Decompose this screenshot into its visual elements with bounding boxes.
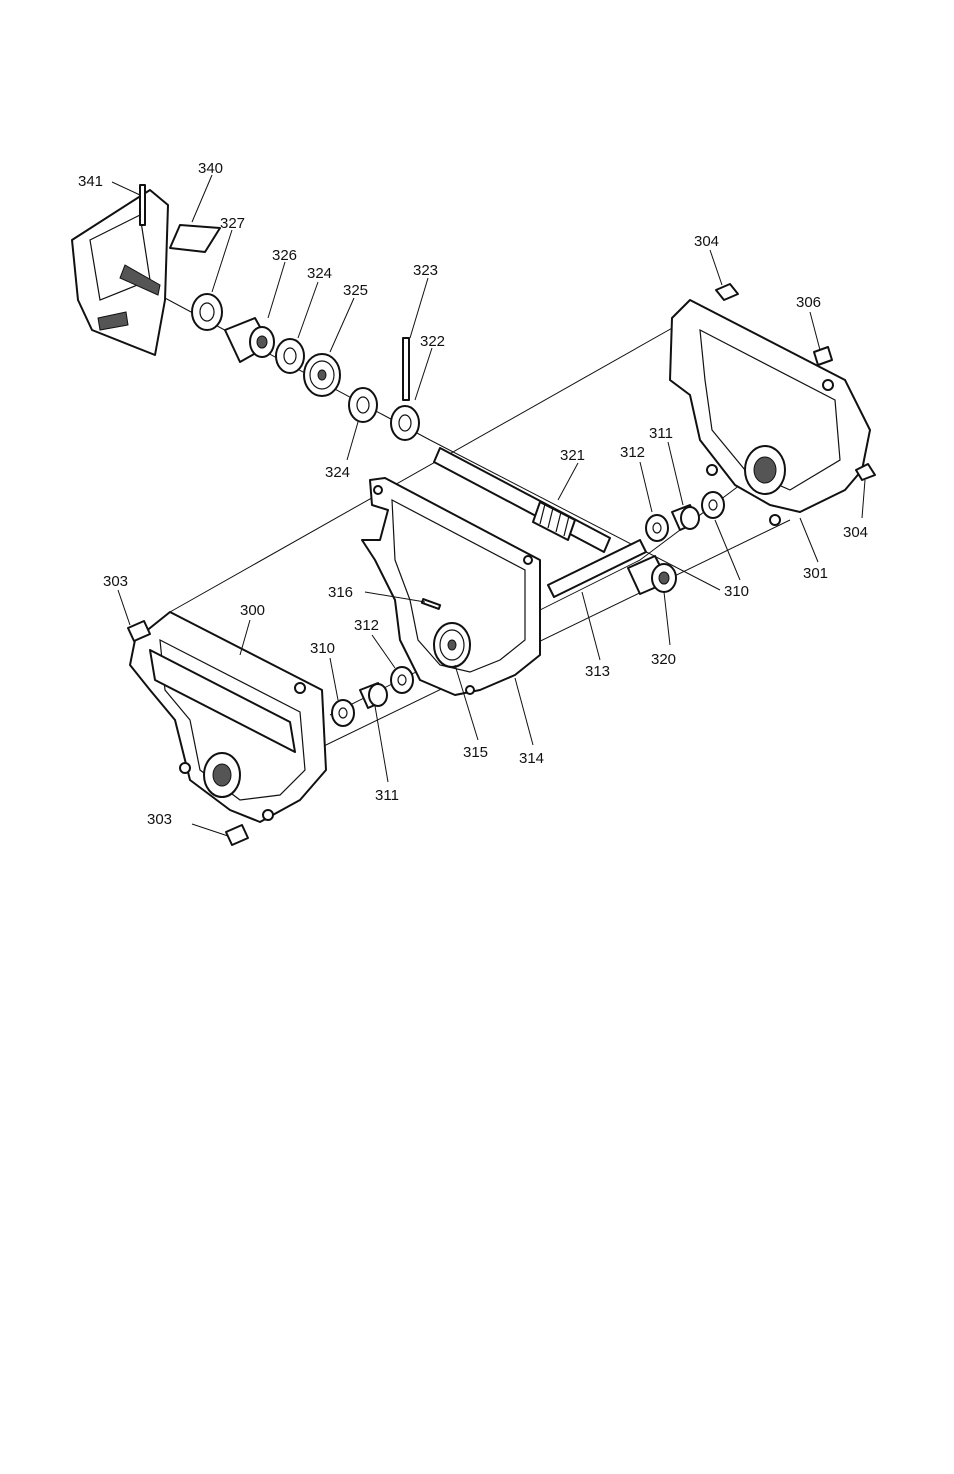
callout-340: 340 <box>198 160 223 177</box>
gear-housing-300 <box>130 612 326 822</box>
washer-324-lower <box>349 388 377 422</box>
bushing-320 <box>628 556 676 594</box>
callout-311-right: 311 <box>649 425 673 442</box>
chute-bracket-340 <box>72 185 220 355</box>
washer-324-upper <box>276 339 304 373</box>
callout-300: 300 <box>240 602 265 619</box>
screw-303-bottom <box>226 825 248 845</box>
callout-321: 321 <box>560 447 585 464</box>
washer-310-right <box>702 492 724 518</box>
callout-303-bottom: 303 <box>147 811 172 828</box>
nut-304-top <box>716 284 738 300</box>
callout-322: 322 <box>420 333 445 350</box>
callout-301: 301 <box>803 565 828 582</box>
collar-322 <box>391 406 419 440</box>
callout-312-right: 312 <box>620 444 645 461</box>
callout-316: 316 <box>328 584 353 601</box>
callout-314: 314 <box>519 750 544 767</box>
bushing-326 <box>225 318 274 362</box>
bevel-gear-325 <box>304 354 340 396</box>
washer-310-left <box>332 700 354 726</box>
callout-326: 326 <box>272 247 297 264</box>
bushing-311-left <box>360 683 387 708</box>
washer-312-right <box>646 515 668 541</box>
callout-304-right: 304 <box>843 524 868 541</box>
screw-306 <box>814 347 832 365</box>
callout-313: 313 <box>585 663 610 680</box>
callout-320: 320 <box>651 651 676 668</box>
callout-341: 341 <box>78 173 103 190</box>
callout-306: 306 <box>796 294 821 311</box>
callout-304-top: 304 <box>694 233 719 250</box>
callout-303-top: 303 <box>103 573 128 590</box>
callout-324-upper: 324 <box>307 265 332 282</box>
callout-312-left: 312 <box>354 617 379 634</box>
spur-gear-315 <box>434 623 470 667</box>
callout-310-left: 310 <box>310 640 335 657</box>
bushing-311-right <box>672 505 699 530</box>
callout-310-right: 310 <box>724 583 749 600</box>
washer-312-left <box>391 667 413 693</box>
callout-324-lower: 324 <box>325 464 350 481</box>
callout-327: 327 <box>220 215 245 232</box>
callout-311-left: 311 <box>375 787 399 804</box>
pin-323 <box>403 338 409 400</box>
callout-323: 323 <box>413 262 438 279</box>
washer-327 <box>192 294 222 330</box>
callout-315: 315 <box>463 744 488 761</box>
callout-325: 325 <box>343 282 368 299</box>
gear-housing-301 <box>670 300 870 525</box>
